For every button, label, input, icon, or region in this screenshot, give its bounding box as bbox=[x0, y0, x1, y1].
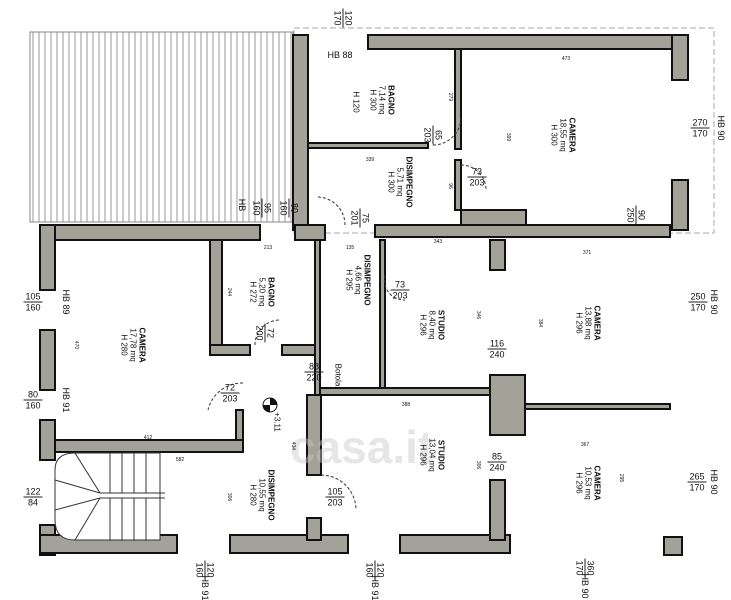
hb-label: HB 88 bbox=[327, 50, 353, 60]
measure: 367 bbox=[580, 442, 590, 448]
measure: 279 bbox=[447, 92, 453, 102]
level-marker bbox=[262, 397, 278, 413]
balcony bbox=[29, 31, 294, 223]
measure: 470 bbox=[73, 340, 79, 350]
measure: 371 bbox=[582, 250, 592, 256]
walls bbox=[39, 34, 689, 556]
hb-label: HB 90 bbox=[580, 573, 590, 599]
measure: 135 bbox=[345, 245, 355, 251]
measure: 295 bbox=[618, 473, 624, 483]
hb-label: HB 89 bbox=[61, 289, 71, 315]
measure: 306 bbox=[475, 460, 481, 470]
measure: 343 bbox=[433, 239, 443, 245]
measure: 412 bbox=[143, 435, 153, 441]
level-label: +3.11 bbox=[272, 412, 282, 432]
measure: 384 bbox=[537, 318, 543, 328]
measure: 339 bbox=[365, 157, 375, 163]
measure: 388 bbox=[401, 402, 411, 408]
hb-label: HB 90 bbox=[709, 289, 719, 315]
botola-label: Botola bbox=[333, 363, 343, 387]
hb-label: HB 91 bbox=[370, 575, 380, 600]
measure: 96 bbox=[447, 183, 453, 189]
door-swings bbox=[207, 117, 487, 511]
stairs bbox=[54, 452, 165, 541]
hb-label: HB 91 bbox=[61, 387, 71, 413]
measure: 399 bbox=[505, 132, 511, 142]
measure: 582 bbox=[175, 457, 185, 463]
measure: 213 bbox=[263, 245, 273, 251]
watermark: casa.it bbox=[290, 421, 434, 473]
hb-label: HB bbox=[237, 198, 247, 212]
measure: 244 bbox=[226, 287, 232, 297]
measure: 306 bbox=[226, 492, 232, 502]
measure: 473 bbox=[561, 56, 571, 62]
measure: 346 bbox=[475, 310, 481, 320]
hb-label: HB 90 bbox=[716, 115, 726, 141]
measure: 434 bbox=[290, 441, 296, 451]
hb-label: HB 90 bbox=[709, 469, 719, 495]
h120-note: H 120 bbox=[351, 91, 361, 113]
hb-label: HB 91 bbox=[200, 575, 210, 600]
